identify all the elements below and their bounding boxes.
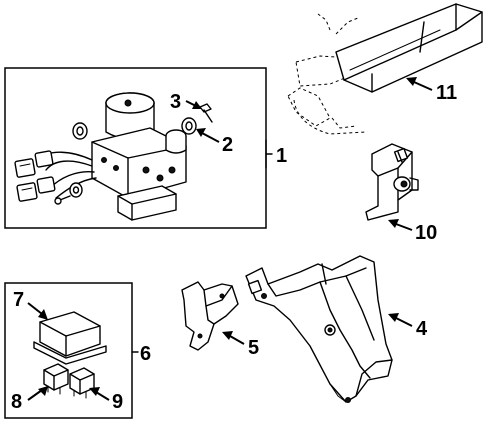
part-9-relay	[69, 367, 95, 399]
part-5-bracket	[181, 281, 239, 351]
part-7-control-module	[33, 311, 107, 365]
part-3-bolt	[199, 103, 213, 123]
callout-2: 2	[222, 134, 233, 156]
part-11-module	[287, 3, 483, 135]
part-10-sensor-bracket	[365, 143, 419, 221]
callout-8: 8	[11, 391, 22, 413]
callout-10: 10	[415, 222, 437, 244]
part-2-grommet	[181, 117, 197, 135]
callout-4: 4	[416, 318, 428, 340]
part-4-mounting-bracket	[245, 255, 393, 403]
abs-modulator-group: 1	[4, 67, 287, 229]
callout-3: 3	[170, 91, 181, 113]
callout-6: 6	[140, 343, 151, 365]
callout-7: 7	[13, 289, 24, 311]
abs-modulator-unit	[39, 92, 187, 221]
callout-1: 1	[276, 145, 287, 167]
part-8-relay	[43, 363, 69, 395]
group-box-6	[4, 282, 133, 419]
relay-group: 6 7 8 9	[4, 282, 151, 419]
callout-5: 5	[248, 337, 259, 359]
grommets	[54, 122, 88, 205]
callout-11: 11	[436, 82, 457, 104]
callout-9: 9	[112, 391, 123, 413]
wiring-connectors	[14, 150, 56, 202]
